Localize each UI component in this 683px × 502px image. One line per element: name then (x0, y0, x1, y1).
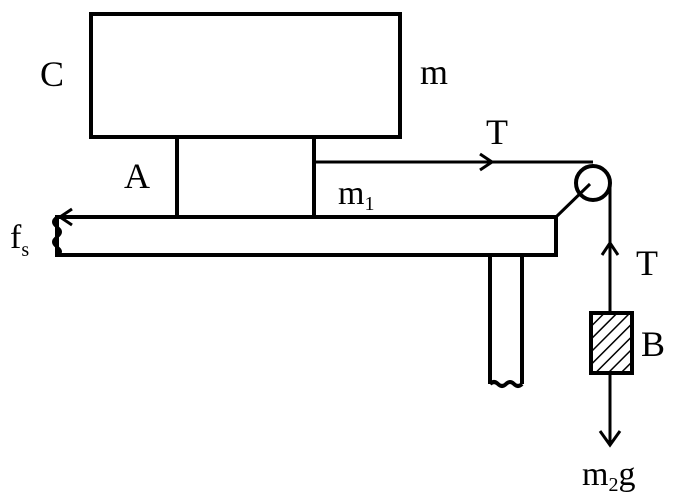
label-mass-a-sub: 1 (364, 193, 374, 215)
table-leg (488, 255, 524, 388)
pulley-wheel (574, 164, 612, 202)
block-a (175, 135, 316, 219)
label-block-c: C (40, 54, 64, 94)
tension-arrowhead-top (479, 152, 495, 172)
label-block-a: A (124, 156, 150, 196)
label-mass-a-base: m (338, 175, 364, 212)
label-tension-top: T (486, 112, 508, 152)
label-friction-sub: s (21, 239, 29, 261)
table-plank (55, 215, 558, 257)
block-c (89, 12, 402, 139)
friction-arrowhead (57, 207, 73, 227)
label-friction-base: f (10, 219, 22, 256)
label-tension-right: T (636, 243, 658, 283)
block-b (589, 311, 634, 375)
pulley-bracket (554, 182, 592, 219)
label-weight-post: g (618, 456, 635, 493)
weight-arrowhead (598, 430, 622, 448)
label-weight: m2g (582, 456, 635, 496)
label-weight-pre: m (582, 456, 608, 493)
label-mass-a: m1 (338, 175, 374, 215)
label-friction: fs (10, 219, 29, 261)
label-mass-c: m (420, 52, 448, 92)
table-broken-end (52, 215, 62, 257)
tension-arrowhead-right (600, 240, 620, 256)
label-block-b: B (641, 324, 665, 364)
label-weight-sub: 2 (608, 474, 618, 496)
